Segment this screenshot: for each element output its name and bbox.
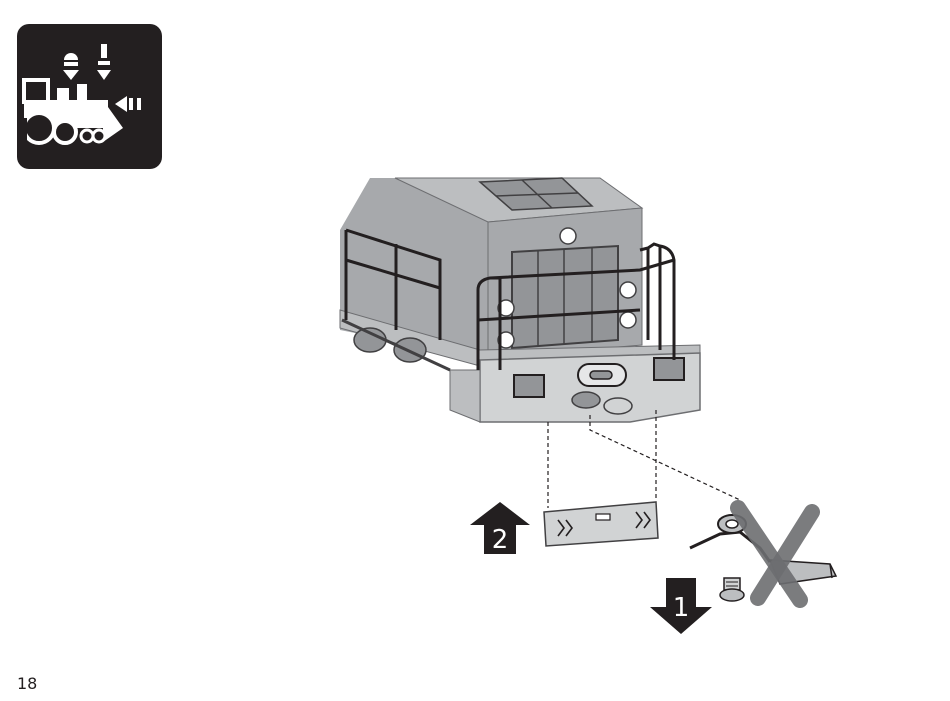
locomotive-body: [340, 178, 700, 422]
buffer-plate-part: [544, 502, 658, 546]
assembly-illustration: 2 1: [300, 160, 860, 650]
step-1-arrow: 1: [650, 578, 712, 634]
guide-lines: [548, 410, 740, 508]
page-number: 18: [17, 674, 37, 693]
locomotive-icon: [17, 24, 162, 169]
screw-part: [720, 578, 744, 601]
step-2-label: 2: [492, 525, 509, 555]
step-1-label: 1: [673, 593, 690, 623]
cross-out-mark: [738, 508, 812, 600]
step-2-arrow: 2: [470, 502, 530, 555]
locomotive-pictogram: [17, 24, 162, 169]
